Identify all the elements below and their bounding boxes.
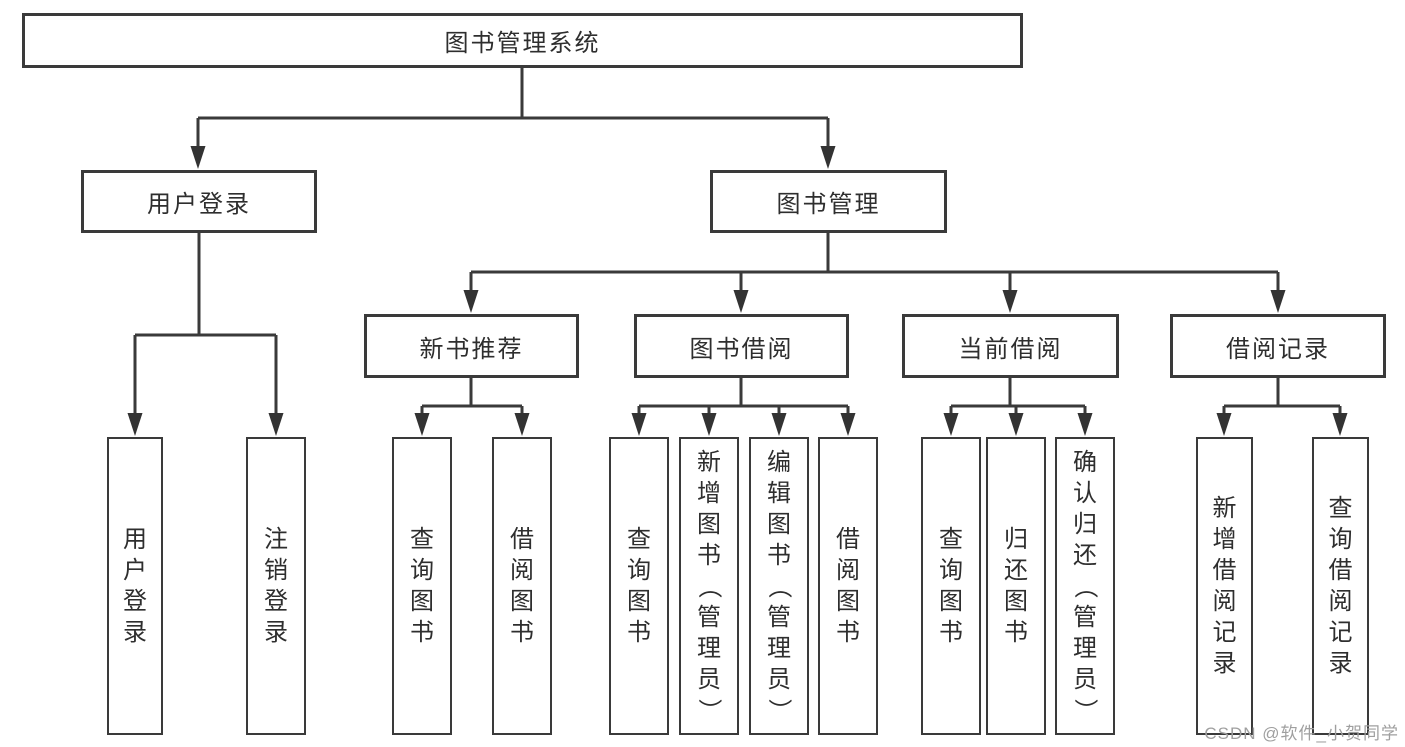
leaf-edit-books-admin: 编辑图书（管理员） xyxy=(749,437,809,735)
node-borrowing-records: 借阅记录 xyxy=(1170,314,1386,378)
node-current-borrowing: 当前借阅 xyxy=(902,314,1119,378)
leaf-query-books-current: 查询图书 xyxy=(921,437,981,735)
leaf-add-books-admin: 新增图书（管理员） xyxy=(679,437,739,735)
leaf-query-books-recommend: 查询图书 xyxy=(392,437,452,735)
node-user-login: 用户登录 xyxy=(81,170,317,233)
leaf-return-books: 归还图书 xyxy=(986,437,1046,735)
node-new-book-recommendation: 新书推荐 xyxy=(364,314,579,378)
node-book-management: 图书管理 xyxy=(710,170,947,233)
leaf-logout: 注销登录 xyxy=(246,437,306,735)
leaf-query-borrow-record: 查询借阅记录 xyxy=(1312,437,1369,735)
node-library-management-system: 图书管理系统 xyxy=(22,13,1023,68)
leaf-user-login: 用户登录 xyxy=(107,437,163,735)
csdn-watermark: CSDN @软件_小贺同学 xyxy=(1204,724,1399,743)
leaf-borrow-books: 借阅图书 xyxy=(818,437,878,735)
leaf-query-books-borrowing: 查询图书 xyxy=(609,437,669,735)
leaf-confirm-return-admin: 确认归还（管理员） xyxy=(1055,437,1115,735)
leaf-borrow-books-recommend: 借阅图书 xyxy=(492,437,552,735)
leaf-add-borrow-record: 新增借阅记录 xyxy=(1196,437,1253,735)
node-book-borrowing: 图书借阅 xyxy=(634,314,849,378)
